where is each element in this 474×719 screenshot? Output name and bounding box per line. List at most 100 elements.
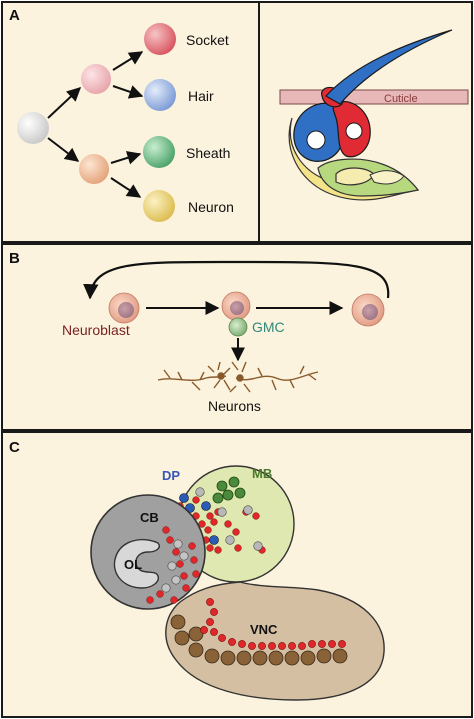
red-cell <box>234 544 242 552</box>
red-cell <box>172 548 180 556</box>
neuron-soma-right <box>236 374 244 382</box>
vnc-cell <box>300 650 316 666</box>
gray-cell <box>167 561 177 571</box>
socket-cell <box>144 23 176 55</box>
neuron-cell <box>143 190 175 222</box>
red-cell <box>248 642 256 650</box>
vnc-cell <box>188 626 204 642</box>
red-cell <box>298 642 306 650</box>
red-cell <box>146 596 154 604</box>
arrow-to-lower <box>47 137 80 162</box>
bristle-organ-illustration: Cuticle <box>279 29 469 201</box>
intermediate-cell-lower <box>79 154 109 184</box>
socket-cell-lumen <box>345 122 363 140</box>
gray-cell <box>179 551 189 561</box>
panel-a-letter: A <box>9 7 20 24</box>
intermediate-cell-upper <box>81 64 111 94</box>
ol-region <box>113 539 160 589</box>
red-cell <box>190 556 198 564</box>
red-cell <box>224 520 232 528</box>
vnc-cell <box>316 648 332 664</box>
red-cell <box>182 584 190 592</box>
nucleus <box>230 301 244 315</box>
nucleus <box>118 302 134 318</box>
red-cell <box>206 544 214 552</box>
cb-label: CB <box>140 510 159 525</box>
cuticle-layer <box>279 89 469 105</box>
gray-cell <box>217 507 227 517</box>
red-cell <box>218 634 226 642</box>
gray-cell <box>243 505 253 515</box>
mb-cell <box>216 480 228 492</box>
neuron-dendrites-right <box>229 361 251 393</box>
red-cell <box>278 642 286 650</box>
ol-label: OL <box>124 557 142 572</box>
mb-green-cells <box>212 476 246 504</box>
red-cell <box>232 528 240 536</box>
vnc-cell <box>236 650 252 666</box>
panel-b-frame <box>1 243 473 431</box>
hair-cell-lumen <box>306 130 326 150</box>
neuroblast-label: Neuroblast <box>62 322 130 338</box>
red-cell <box>258 642 266 650</box>
vnc-cell <box>220 650 236 666</box>
sheath-cell <box>143 136 175 168</box>
precursor-cell <box>17 112 49 144</box>
red-cell <box>252 512 260 520</box>
red-cell <box>238 640 246 648</box>
gray-cell <box>195 487 205 497</box>
red-cell <box>268 642 276 650</box>
gmc-label: GMC <box>252 319 285 335</box>
blue-cell <box>209 535 219 545</box>
red-cell <box>210 518 218 526</box>
red-cell <box>170 596 178 604</box>
red-cell <box>206 512 214 520</box>
vnc-cell <box>252 650 268 666</box>
red-cell <box>338 640 346 648</box>
red-cell <box>228 638 236 646</box>
red-cell <box>328 640 336 648</box>
red-cell <box>162 526 170 534</box>
gray-cell <box>253 541 263 551</box>
red-cell <box>308 640 316 648</box>
red-cell <box>192 570 200 578</box>
vnc-cell <box>268 650 284 666</box>
cuticle-label: Cuticle <box>384 93 418 105</box>
arrow-to-neuron <box>110 177 142 198</box>
neuron-dendrite-tip <box>369 170 405 185</box>
hair-shaft <box>325 29 453 105</box>
red-cell <box>318 640 326 648</box>
gray-cell <box>173 539 183 549</box>
gray-cell <box>225 535 235 545</box>
panel-c-letter: C <box>9 439 20 456</box>
mb-cell <box>234 487 246 499</box>
red-cell <box>206 618 214 626</box>
red-cell <box>288 642 296 650</box>
vnc-cell <box>170 614 186 630</box>
lineage-tree: Socket Hair Sheath Neuron <box>17 23 234 222</box>
mb-cell <box>228 476 240 488</box>
red-cell <box>156 590 164 598</box>
nucleus <box>362 304 378 320</box>
vnc-brown-cells <box>170 614 348 666</box>
vnc-cell <box>332 648 348 664</box>
neuron-axon-right <box>235 371 319 381</box>
red-cell <box>198 520 206 528</box>
red-cell <box>166 536 174 544</box>
vnc-red-cells <box>200 598 346 650</box>
blue-cell <box>179 493 189 503</box>
arrow-to-sheath <box>110 151 142 165</box>
neurons-illustration <box>157 361 319 393</box>
hair-label: Hair <box>188 88 214 104</box>
sheath-label: Sheath <box>186 145 230 161</box>
arrow-to-socket <box>112 51 144 71</box>
gmc-cell <box>228 317 248 337</box>
dp-label: DP <box>162 468 180 483</box>
arrow-to-upper <box>47 87 82 119</box>
panel-b-letter: B <box>9 250 20 267</box>
panel-b: B Neuroblast GMC <box>1 243 473 431</box>
mb-cell <box>212 492 224 504</box>
vnc-cell <box>174 630 190 646</box>
arrow-to-hair <box>112 85 144 99</box>
